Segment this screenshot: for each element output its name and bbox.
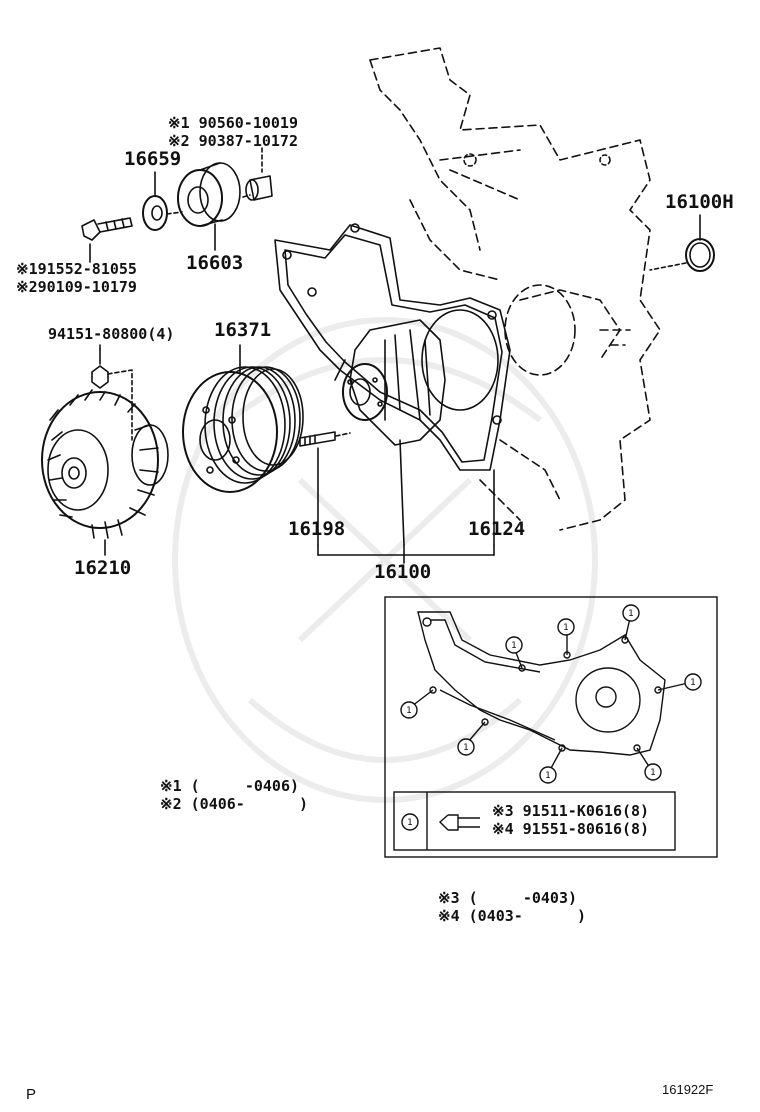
- bolt-191552: [81, 219, 101, 241]
- label-16100h: 16100H: [665, 191, 734, 213]
- stud-bolt-16198: [299, 431, 336, 447]
- note-2: ※2 (0406- ): [160, 795, 309, 813]
- fan-clutch-16210: [41, 389, 169, 556]
- label-bolt2: ※290109-10179: [16, 278, 137, 296]
- callout-text: 1: [407, 818, 413, 828]
- callout-text: 1: [628, 609, 634, 619]
- water-pump-body: [349, 319, 446, 446]
- inset-box: [384, 596, 718, 858]
- callout-text: 1: [545, 771, 551, 781]
- inset-bolt-b: ※4 91551-80616(8): [492, 820, 650, 838]
- footer-code: 161922F: [662, 1082, 714, 1097]
- spacer-90560: [245, 147, 273, 201]
- label-bolt1: ※191552-81055: [16, 260, 137, 278]
- callout-text: 1: [690, 678, 696, 688]
- label-16371: 16371: [214, 319, 272, 341]
- label-16198: 16198: [288, 518, 346, 540]
- note-4: ※4 (0403- ): [438, 907, 587, 925]
- callout-text: 1: [650, 768, 656, 778]
- note-3: ※3 ( -0403): [438, 889, 577, 907]
- washer-16659: [142, 195, 168, 231]
- nut-94151: [91, 365, 109, 389]
- callout-text: 1: [563, 623, 569, 633]
- note-1: ※1 ( -0406): [160, 777, 299, 795]
- inset-bolt-a: ※3 91511-K0616(8): [492, 802, 650, 820]
- label-note2-part: ※2 90387-10172: [168, 132, 298, 150]
- label-16603: 16603: [186, 252, 244, 274]
- callout-text: 1: [463, 743, 469, 753]
- gasket-16124: [274, 224, 511, 471]
- idler-pulley-16603: [177, 162, 241, 251]
- label-94151: 94151-80800(4): [48, 325, 175, 343]
- footer-left: P: [26, 1086, 37, 1103]
- label-note1-part: ※1 90560-10019: [168, 114, 298, 132]
- engine-block-outline: [369, 47, 661, 531]
- label-16100: 16100: [374, 561, 432, 583]
- label-16124: 16124: [468, 518, 526, 540]
- pulley-16371: [182, 344, 304, 493]
- callout-text: 1: [406, 706, 412, 716]
- label-16210: 16210: [74, 557, 132, 579]
- label-16659: 16659: [124, 148, 182, 170]
- callout-text: 1: [511, 641, 517, 651]
- inset-callouts: [400, 604, 702, 831]
